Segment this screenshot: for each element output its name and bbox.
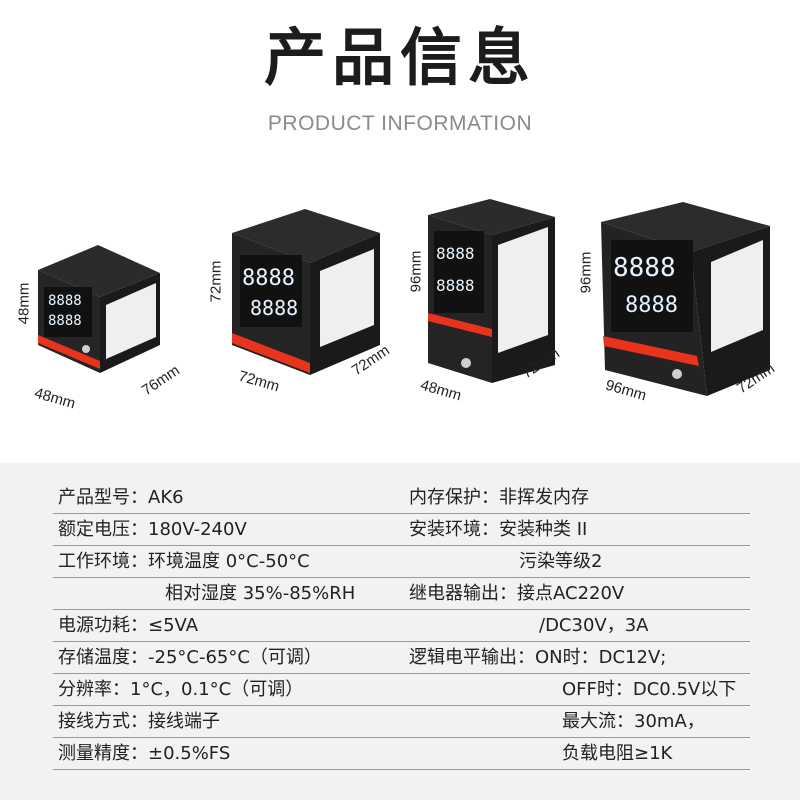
- spec-row: 相对湿度 35%-85%RH 继电器输出：接点AC220V: [0, 578, 800, 610]
- spec-right: 继电器输出：接点AC220V: [409, 583, 625, 604]
- spec-row: 测量精度：±0.5%FS 负载电阻≥1K: [0, 738, 800, 770]
- divider: [53, 545, 750, 546]
- spec-right: 污染等级2: [519, 551, 603, 572]
- divider: [53, 641, 750, 642]
- spec-left: 额定电压：180V-240V: [58, 519, 247, 540]
- dim-width-label: 48mm: [32, 384, 78, 413]
- spec-row: 分辨率：1°C，0.1°C（可调） OFF时：DC0.5V以下: [0, 674, 800, 706]
- divider: [53, 577, 750, 578]
- spec-row: 电源功耗：≤5VA /DC30V，3A: [0, 610, 800, 642]
- svg-text:8888: 8888: [48, 313, 82, 329]
- svg-text:8888: 8888: [250, 296, 298, 320]
- spec-left: 接线方式：接线端子: [58, 711, 220, 732]
- divider: [53, 673, 750, 674]
- divider: [53, 737, 750, 738]
- controller-image: 8888 8888: [38, 245, 160, 373]
- dim-height-label: 96mm: [407, 250, 425, 293]
- controller-48x48: 8888 8888 48mm 48mm 76mm: [15, 235, 183, 412]
- spec-left: 测量精度：±0.5%FS: [58, 743, 231, 764]
- spec-left: 工作环境：环境温度 0°C-50°C: [58, 551, 310, 572]
- page-title: 产品信息: [263, 21, 536, 94]
- spec-left: 存储温度：-25°C-65°C（可调）: [58, 647, 322, 668]
- red-trim-band: [38, 335, 100, 369]
- controller-96x96: 8888 8888 96mm 96mm 72mm: [577, 200, 790, 404]
- spec-right: 负载电阻≥1K: [562, 743, 673, 764]
- spec-right: 逻辑电平输出：ON时：DC12V;: [409, 647, 667, 668]
- product-gallery: 8888 8888 48mm 48mm 76mm 8888 8888 72mm …: [0, 195, 800, 420]
- controller-72x72: 8888 8888 72mm 72mm 72mm: [207, 195, 395, 395]
- controller-image: 8888 8888: [428, 199, 555, 383]
- svg-text:8888: 8888: [242, 266, 295, 291]
- svg-text:8888: 8888: [436, 276, 475, 295]
- spec-right: 最大流：30mA，: [562, 711, 705, 732]
- divider: [53, 513, 750, 514]
- page-subtitle: PRODUCT INFORMATION: [267, 112, 533, 135]
- spec-left: 电源功耗：≤5VA: [58, 615, 199, 636]
- controller-image: 8888 8888: [601, 202, 770, 396]
- spec-table: 产品型号：AK6 内存保护：非挥发内存 额定电压：180V-240V 安装环境：…: [0, 463, 800, 800]
- dim-height-label: 72mm: [207, 260, 225, 303]
- svg-text:8888: 8888: [436, 244, 475, 263]
- dim-height-label: 48mm: [15, 282, 33, 325]
- spec-row: 产品型号：AK6 内存保护：非挥发内存: [0, 482, 800, 514]
- spec-row: 额定电压：180V-240V 安装环境：安装种类 II: [0, 514, 800, 546]
- spec-right: OFF时：DC0.5V以下: [562, 679, 737, 700]
- spec-right: 内存保护：非挥发内存: [409, 487, 589, 508]
- spec-right: 安装环境：安装种类 II: [409, 519, 588, 540]
- svg-text:8888: 8888: [625, 293, 678, 318]
- red-trim-band: [603, 336, 699, 366]
- controller-48x96: 8888 8888 96mm 48mm 72mm: [407, 195, 570, 404]
- divider: [53, 769, 750, 770]
- spec-row: 存储温度：-25°C-65°C（可调） 逻辑电平输出：ON时：DC12V;: [0, 642, 800, 674]
- controller-image: 8888 8888: [232, 209, 380, 375]
- divider: [53, 609, 750, 610]
- spec-left: 相对湿度 35%-85%RH: [165, 583, 356, 604]
- dim-height-label: 96mm: [577, 251, 595, 294]
- divider: [53, 705, 750, 706]
- spec-row: 接线方式：接线端子 最大流：30mA，: [0, 706, 800, 738]
- red-trim-band: [428, 313, 492, 337]
- spec-left: 产品型号：AK6: [58, 487, 184, 508]
- svg-text:8888: 8888: [613, 253, 676, 283]
- spec-right: /DC30V，3A: [539, 615, 649, 636]
- red-trim-band: [232, 333, 310, 373]
- spec-row: 工作环境：环境温度 0°C-50°C 污染等级2: [0, 546, 800, 578]
- pv-digits: 8888: [48, 293, 82, 309]
- spec-left: 分辨率：1°C，0.1°C（可调）: [58, 679, 304, 700]
